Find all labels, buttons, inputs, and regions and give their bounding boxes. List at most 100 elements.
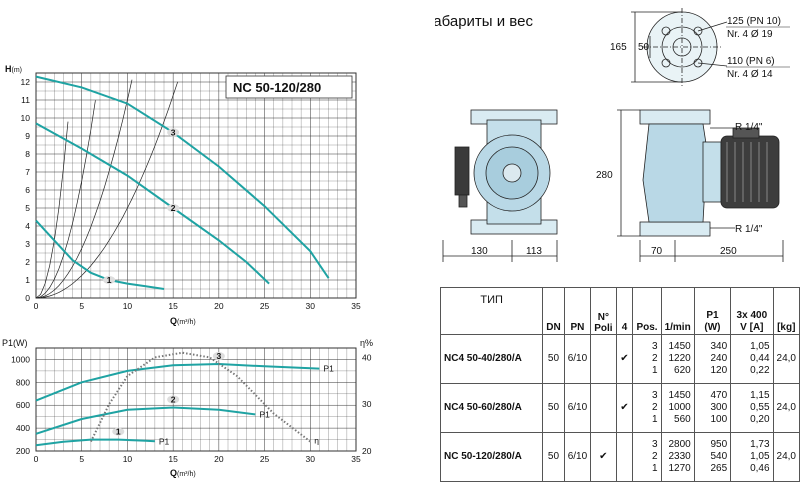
dim-130: 130 bbox=[471, 246, 488, 257]
y-tick-label: 2 bbox=[25, 257, 30, 267]
p1-axis-label: P1(W) bbox=[2, 338, 28, 348]
y-tick-label: 9 bbox=[25, 131, 30, 141]
cell-model: NC4 50-60/280/A bbox=[439, 383, 544, 433]
dim-280: 280 bbox=[596, 170, 613, 181]
curve-label-bg bbox=[112, 427, 125, 436]
curve-end-label: η bbox=[314, 436, 319, 446]
dim-250: 250 bbox=[720, 246, 737, 257]
power-curve-1 bbox=[35, 438, 155, 447]
col-p4: 4 bbox=[615, 287, 634, 335]
y-tick-label: 1000 bbox=[11, 354, 30, 364]
eta-axis-label: η% bbox=[360, 338, 373, 348]
x-tick-label: 0 bbox=[34, 454, 39, 464]
x-tick-label: 20 bbox=[214, 301, 224, 311]
col-amps: 3x 400 V [A] bbox=[730, 287, 774, 335]
col-rpm: 1/min bbox=[660, 287, 695, 335]
x-tick-label: 25 bbox=[260, 454, 270, 464]
x-tick-label: 5 bbox=[79, 301, 84, 311]
y-tick-label: 200 bbox=[16, 446, 30, 456]
chart-title: NC 50-120/280 bbox=[233, 80, 321, 95]
spec-table: ТИП DN PN N° Poli 4 Pos. 1/min P1 (W) 3x… bbox=[439, 287, 800, 482]
y-tick-label: 600 bbox=[16, 400, 30, 410]
cell-pn: 6/10 bbox=[563, 334, 592, 384]
pump-curve-1 bbox=[35, 219, 165, 290]
pump-curve-3 bbox=[35, 75, 330, 279]
x-tick-label: 10 bbox=[123, 454, 133, 464]
dim-nr19: Nr. 4 Ø 19 bbox=[727, 29, 773, 40]
dim-50: 50 bbox=[638, 42, 650, 53]
curve-label: 1 bbox=[116, 427, 121, 437]
dim-nr14: Nr. 4 Ø 14 bbox=[727, 69, 773, 80]
y2-tick-label: 40 bbox=[362, 352, 372, 362]
dim-70: 70 bbox=[651, 246, 663, 257]
x-axis-label-2: Q(m³/h) bbox=[170, 468, 196, 478]
x-axis-label: Q(m³/h) bbox=[170, 316, 196, 326]
curve-label: 2 bbox=[171, 395, 176, 405]
y-tick-label: 3 bbox=[25, 239, 30, 249]
y-tick-label: 0 bbox=[25, 293, 30, 303]
cell-p4: ✔ bbox=[615, 334, 634, 384]
x-tick-label: 10 bbox=[123, 301, 133, 311]
y-tick-label: 11 bbox=[21, 95, 30, 105]
curve-label-bg bbox=[212, 352, 225, 361]
x-tick-label: 25 bbox=[260, 301, 270, 311]
y-tick-label: 12 bbox=[21, 77, 31, 87]
efficiency-curve bbox=[90, 351, 311, 443]
curve-label: 1 bbox=[107, 275, 112, 285]
cell-pn: 6/10 bbox=[563, 383, 592, 433]
x-tick-label: 35 bbox=[351, 454, 361, 464]
power-curve-3 bbox=[35, 362, 320, 402]
pump-front-view bbox=[442, 109, 558, 262]
cell-dn: 50 bbox=[542, 383, 565, 433]
x-tick-label: 15 bbox=[168, 454, 178, 464]
col-tip: ТИП bbox=[439, 287, 544, 335]
curve-end-label: P1 bbox=[323, 364, 334, 374]
curve-label: 2 bbox=[171, 203, 176, 213]
curve-label-bg bbox=[103, 276, 116, 284]
cell-p2: ✔ bbox=[590, 432, 617, 482]
curve-label: 3 bbox=[216, 351, 221, 361]
col-pn: PN bbox=[563, 287, 592, 335]
col-dn: DN bbox=[542, 287, 565, 335]
power-curve-2 bbox=[35, 406, 256, 435]
y-tick-label: 5 bbox=[25, 203, 30, 213]
x-tick-label: 35 bbox=[351, 301, 361, 311]
dim-113: 113 bbox=[526, 246, 542, 257]
curve-label-bg bbox=[167, 128, 180, 137]
cell-p4: ✔ bbox=[615, 383, 634, 433]
cell-p2 bbox=[590, 334, 617, 384]
system-curve bbox=[35, 81, 179, 299]
cell-kg: 24,0 bbox=[772, 432, 800, 482]
cell-p2 bbox=[590, 383, 617, 433]
pump-side-view bbox=[617, 109, 784, 262]
system-curve bbox=[35, 100, 96, 299]
curve-label-bg bbox=[167, 395, 180, 404]
flange-drawing bbox=[631, 8, 728, 86]
col-p2: N° Poli bbox=[590, 287, 617, 335]
col-kg: [kg] bbox=[772, 287, 800, 335]
curve-label-bg bbox=[167, 204, 180, 212]
y-tick-label: 800 bbox=[16, 377, 30, 387]
y-tick-label: 8 bbox=[25, 149, 30, 159]
x-tick-label: 5 bbox=[79, 454, 84, 464]
cell-pn: 6/10 bbox=[563, 432, 592, 482]
col-pos: Pos. bbox=[632, 287, 662, 335]
curve-label: 3 bbox=[171, 127, 176, 137]
